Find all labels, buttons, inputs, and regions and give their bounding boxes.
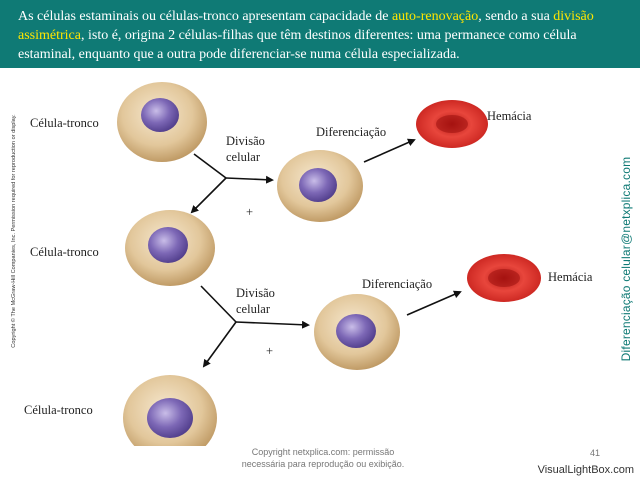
red-cell-label-top: Hemácia xyxy=(487,109,532,123)
stem-cell-top xyxy=(117,82,207,162)
daughter-cell-top xyxy=(277,150,363,222)
page-number: 41 xyxy=(590,448,601,458)
nucleus xyxy=(147,398,193,438)
vertical-credit: Diferenciação celular@netxplica.com xyxy=(619,156,633,362)
division-label-top-line1: Divisão xyxy=(226,134,265,148)
plus-sign-bottom: + xyxy=(266,344,273,358)
division-label-bottom-line2: celular xyxy=(236,302,271,316)
header-banner: As células estaminais ou células-tronco … xyxy=(0,0,640,68)
footer-copyright-line2: necessária para reprodução ou exibição. xyxy=(241,459,405,469)
nucleus xyxy=(299,168,337,202)
division-label-bottom-line1: Divisão xyxy=(236,286,275,300)
red-blood-cell-top xyxy=(416,100,488,148)
nucleus xyxy=(141,98,179,132)
daughter-cell-bottom xyxy=(314,294,400,370)
differentiation-label-bottom: Diferenciação xyxy=(362,277,432,291)
red-cell-label-bottom: Hemácia xyxy=(548,270,593,284)
header-segment: , sendo a sua xyxy=(478,9,554,24)
header-highlight: divisão assimétrica xyxy=(18,9,594,43)
watermark[interactable]: VisualLightBox.com xyxy=(537,464,634,476)
differentiation-label-top: Diferenciação xyxy=(316,125,386,139)
division-label-top-line2: celular xyxy=(226,150,261,164)
plus-sign-top: + xyxy=(246,205,253,219)
header-highlight: auto-renovação xyxy=(391,9,479,24)
stem-cell-label-middle: Célula-tronco xyxy=(30,245,99,259)
differentiation-arrow-bottom xyxy=(406,290,462,316)
stem-cell-middle xyxy=(125,210,215,286)
red-blood-cell-bottom xyxy=(467,254,541,302)
nucleus xyxy=(148,227,188,263)
division-branch-top xyxy=(190,153,274,214)
stem-cell-label-bottom: Célula-tronco xyxy=(24,403,93,417)
differentiation-arrow-top xyxy=(363,138,416,163)
footer-copyright-line1: Copyright netxplica.com: permissão xyxy=(251,447,395,457)
division-branch-bottom xyxy=(200,285,310,368)
stem-cell-bottom xyxy=(123,375,217,446)
stem-cell-label-top: Célula-tronco xyxy=(30,116,99,130)
mcgraw-hill-copyright: Copyright © The McGraw-Hill Companies, I… xyxy=(11,114,17,348)
header-segment: As células estaminais ou células-tronco … xyxy=(18,9,392,24)
header-text: As células estaminais ou células-tronco … xyxy=(18,7,623,64)
header-segment: , isto é, origina 2 células-filhas que t… xyxy=(18,28,577,62)
nucleus xyxy=(336,314,376,348)
cell-division-diagram: Célula-tronco Célula-tronco Célula-tronc… xyxy=(24,82,593,446)
footer-copyright: Copyright netxplica.com: permissão neces… xyxy=(218,446,428,470)
